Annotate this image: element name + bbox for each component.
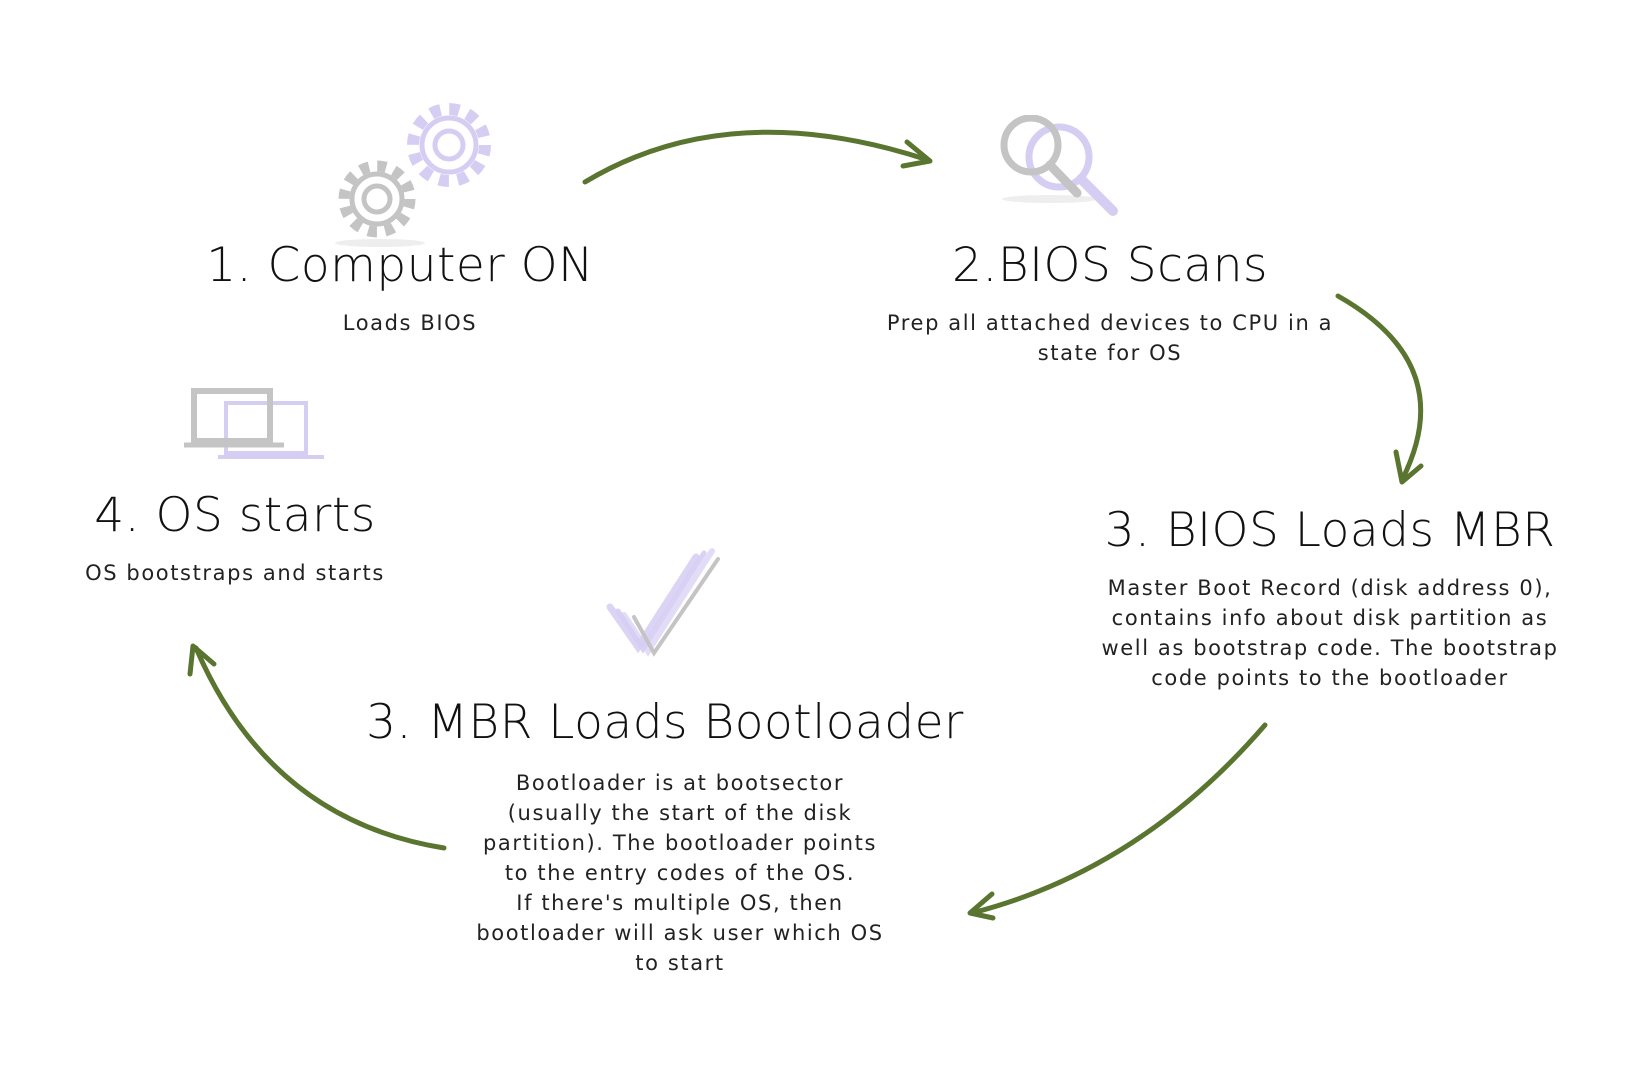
laptop-icon — [184, 388, 324, 459]
arrow-step4-to-step5 — [193, 645, 447, 851]
step-4-description-line: to start — [635, 951, 725, 975]
step-4-description-line: bootloader will ask user which OS — [476, 921, 884, 945]
step-2-description-line: state for OS — [1037, 341, 1183, 365]
step-4-description: Bootloader is at bootsector (usually the… — [445, 768, 915, 978]
step-2-title: 2.BIOS Scans — [952, 238, 1268, 293]
step-4-description-line: (usually the start of the disk — [507, 801, 853, 825]
step-1-description-line: Loads BIOS — [342, 311, 478, 335]
checkmark-icon — [606, 548, 720, 657]
arrow-head-1 — [900, 139, 933, 169]
step-3-description-line: code points to the bootloader — [1151, 666, 1509, 690]
step-3-description-line: contains info about disk partition as — [1111, 606, 1549, 630]
arrow-head-3 — [967, 891, 996, 921]
arrow-step3-to-step4 — [969, 722, 1268, 916]
gears-icon — [335, 103, 491, 247]
step-4-description-line: Bootloader is at bootsector — [515, 771, 845, 795]
step-3-description: Master Boot Record (disk address 0), con… — [1070, 573, 1590, 693]
step-4-description-line: If there's multiple OS, then — [516, 891, 844, 915]
step-1-description: Loads BIOS — [210, 308, 610, 338]
step-3-description-line: Master Boot Record (disk address 0), — [1107, 576, 1553, 600]
step-5-description-line: OS bootstraps and starts — [85, 561, 385, 585]
step-5-description: OS bootstraps and starts — [60, 558, 410, 588]
step-4-title: 3. MBR Loads Bootloader — [366, 695, 964, 750]
step-5-title: 4. OS starts — [94, 488, 376, 543]
step-2-description: Prep all attached devices to CPU in a st… — [840, 308, 1380, 368]
step-2-description-line: Prep all attached devices to CPU in a — [886, 311, 1334, 335]
step-4-description-line: to the entry codes of the OS. — [504, 861, 856, 885]
step-4-description-line: partition). The bootloader points — [482, 831, 878, 855]
step-1-title: 1. Computer ON — [206, 238, 594, 293]
arrow-head-4 — [187, 643, 217, 677]
step-3-title: 3. BIOS Loads MBR — [1104, 503, 1556, 558]
magnifier-icon — [1000, 115, 1118, 216]
arrow-head-2 — [1393, 449, 1424, 485]
arrow-step1-to-step2 — [582, 129, 931, 185]
arrow-step2-to-step3 — [1335, 293, 1424, 483]
step-3-description-line: well as bootstrap code. The bootstrap — [1101, 636, 1559, 660]
